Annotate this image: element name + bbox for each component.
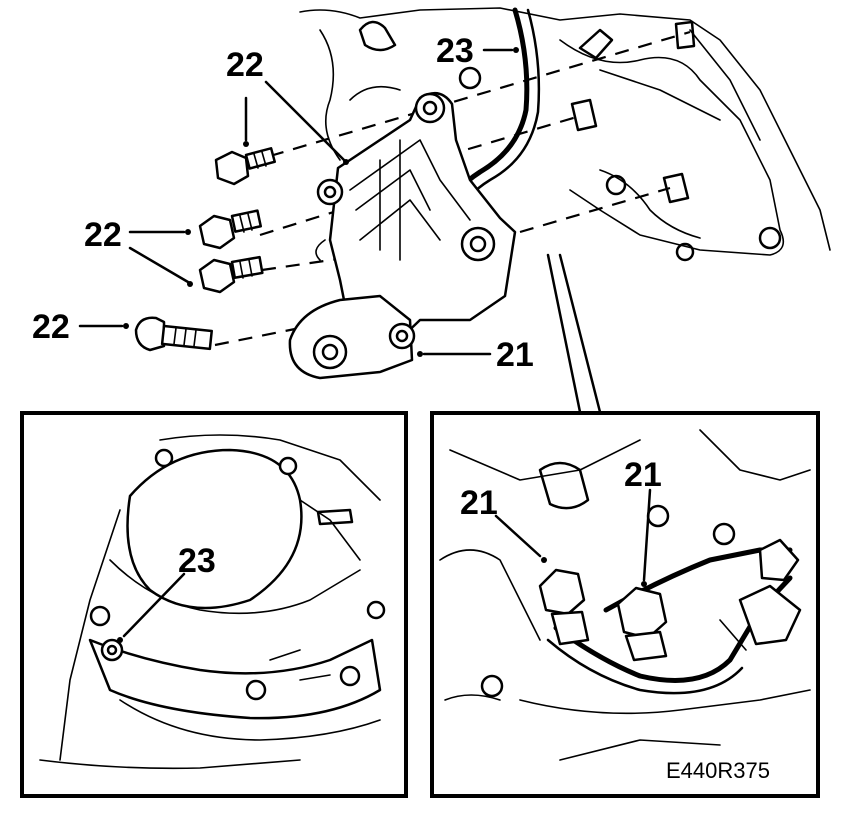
leader-lines-main (78, 47, 602, 414)
bolt-22-b (198, 209, 263, 250)
bolt-22-d (134, 316, 213, 352)
bolt-22-a (214, 147, 276, 186)
label-22-top: 22 (226, 46, 264, 84)
label-21-inset-left: 21 (460, 484, 498, 522)
figure-code: E440R375 (666, 758, 770, 783)
bracket-21 (288, 91, 517, 380)
label-21-main: 21 (496, 336, 534, 374)
bolt-22-c (198, 255, 264, 294)
label-23-inset: 23 (178, 542, 216, 580)
label-22-middle: 22 (84, 216, 122, 254)
label-21-inset-right: 21 (624, 456, 662, 494)
gearbox-housing (299, 7, 831, 262)
inset-left (20, 411, 408, 798)
label-23-main: 23 (436, 32, 474, 70)
label-22-bottom: 22 (32, 308, 70, 346)
inset-right (430, 411, 820, 798)
